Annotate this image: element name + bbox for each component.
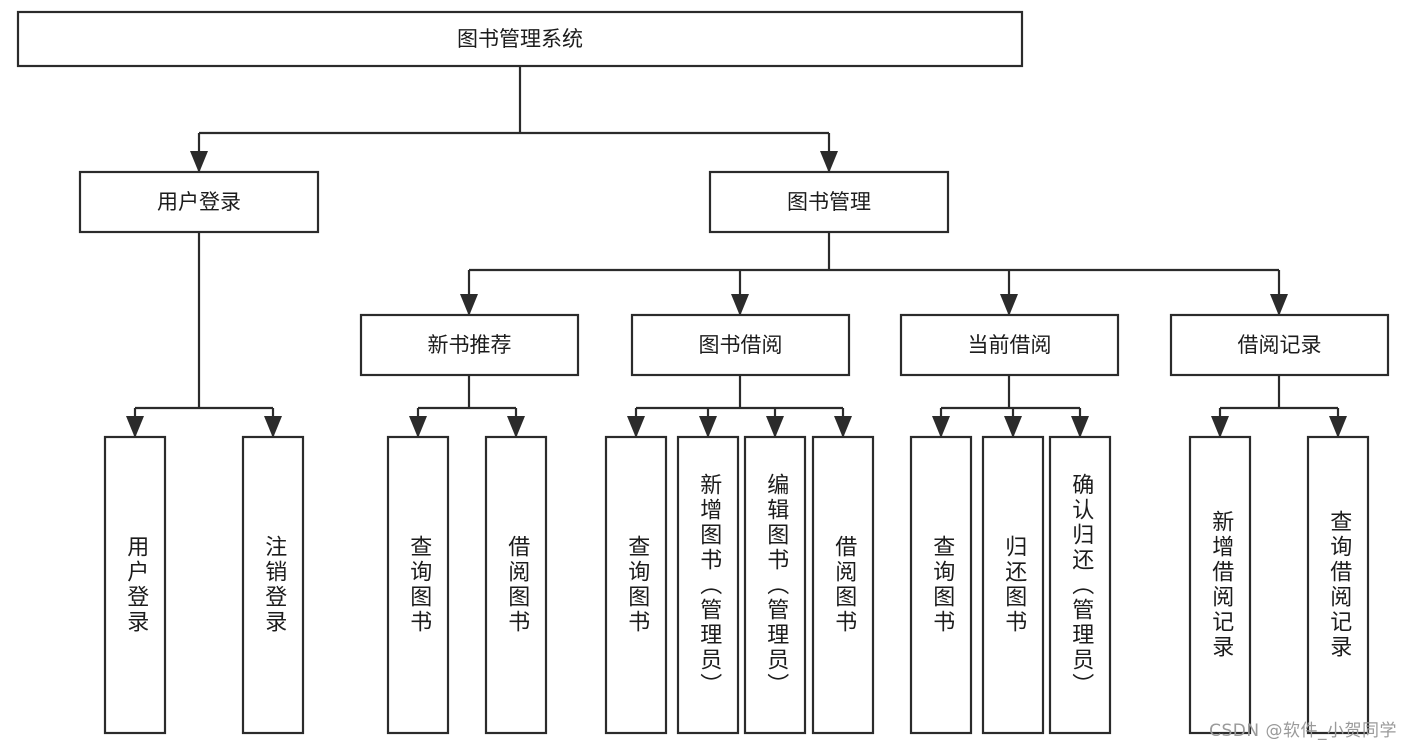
userlogin-to-leaves-arrow-0 xyxy=(126,416,144,438)
borrow-to-leaves-arrow-2 xyxy=(766,416,784,438)
level3-box-3[interactable] xyxy=(1169,313,1390,377)
newbook-to-leaves-arrow-0 xyxy=(409,416,427,438)
current-to-leaves-arrow-0 xyxy=(932,416,950,438)
level2-label-0: 用户登录 xyxy=(157,190,241,214)
leaf-box-11[interactable] xyxy=(1188,435,1252,735)
level3-box-2[interactable] xyxy=(899,313,1120,377)
bookmgmt-to-level3-arrow-2 xyxy=(1000,294,1018,316)
borrow-to-leaves-arrow-1 xyxy=(699,416,717,438)
leaf-box-5[interactable] xyxy=(676,435,740,735)
level3-label-2: 当前借阅 xyxy=(968,333,1052,357)
leaf-box-2[interactable] xyxy=(386,435,450,735)
borrow-to-leaves-arrow-0 xyxy=(627,416,645,438)
level2-box-0[interactable] xyxy=(78,170,320,234)
level2-box-1[interactable] xyxy=(708,170,950,234)
level3-label-3: 借阅记录 xyxy=(1238,333,1322,357)
connector-layer xyxy=(126,66,1347,438)
leaf-box-9[interactable] xyxy=(981,435,1045,735)
leaf-box-4[interactable] xyxy=(604,435,668,735)
leaf-box-7[interactable] xyxy=(811,435,875,735)
leaf-box-12[interactable] xyxy=(1306,435,1370,735)
level2-label-1: 图书管理 xyxy=(787,190,871,214)
root-to-level2-arrow-0 xyxy=(190,151,208,173)
leaf-box-8[interactable] xyxy=(909,435,973,735)
root-label-0: 图书管理系统 xyxy=(457,27,583,51)
level3-label-1: 图书借阅 xyxy=(699,333,783,357)
level3-box-0[interactable] xyxy=(359,313,580,377)
leaf-box-6[interactable] xyxy=(743,435,807,735)
leaf-box-0[interactable] xyxy=(103,435,167,735)
node-box-layer xyxy=(16,10,1390,735)
userlogin-to-leaves-arrow-1 xyxy=(264,416,282,438)
root-to-level2-arrow-1 xyxy=(820,151,838,173)
leaf-box-1[interactable] xyxy=(241,435,305,735)
record-to-leaves-arrow-1 xyxy=(1329,416,1347,438)
current-to-leaves-arrow-1 xyxy=(1004,416,1022,438)
bookmgmt-to-level3-arrow-1 xyxy=(731,294,749,316)
bookmgmt-to-level3-arrow-3 xyxy=(1270,294,1288,316)
current-to-leaves-arrow-2 xyxy=(1071,416,1089,438)
newbook-to-leaves-arrow-1 xyxy=(507,416,525,438)
level3-box-1[interactable] xyxy=(630,313,851,377)
csdn-watermark: CSDN @软件_小贺同学 xyxy=(1209,721,1397,741)
leaf-box-10[interactable] xyxy=(1048,435,1112,735)
record-to-leaves-arrow-0 xyxy=(1211,416,1229,438)
borrow-to-leaves-arrow-3 xyxy=(834,416,852,438)
leaf-box-3[interactable] xyxy=(484,435,548,735)
level3-label-0: 新书推荐 xyxy=(428,333,512,357)
root-box-0[interactable] xyxy=(16,10,1024,68)
bookmgmt-to-level3-arrow-0 xyxy=(460,294,478,316)
